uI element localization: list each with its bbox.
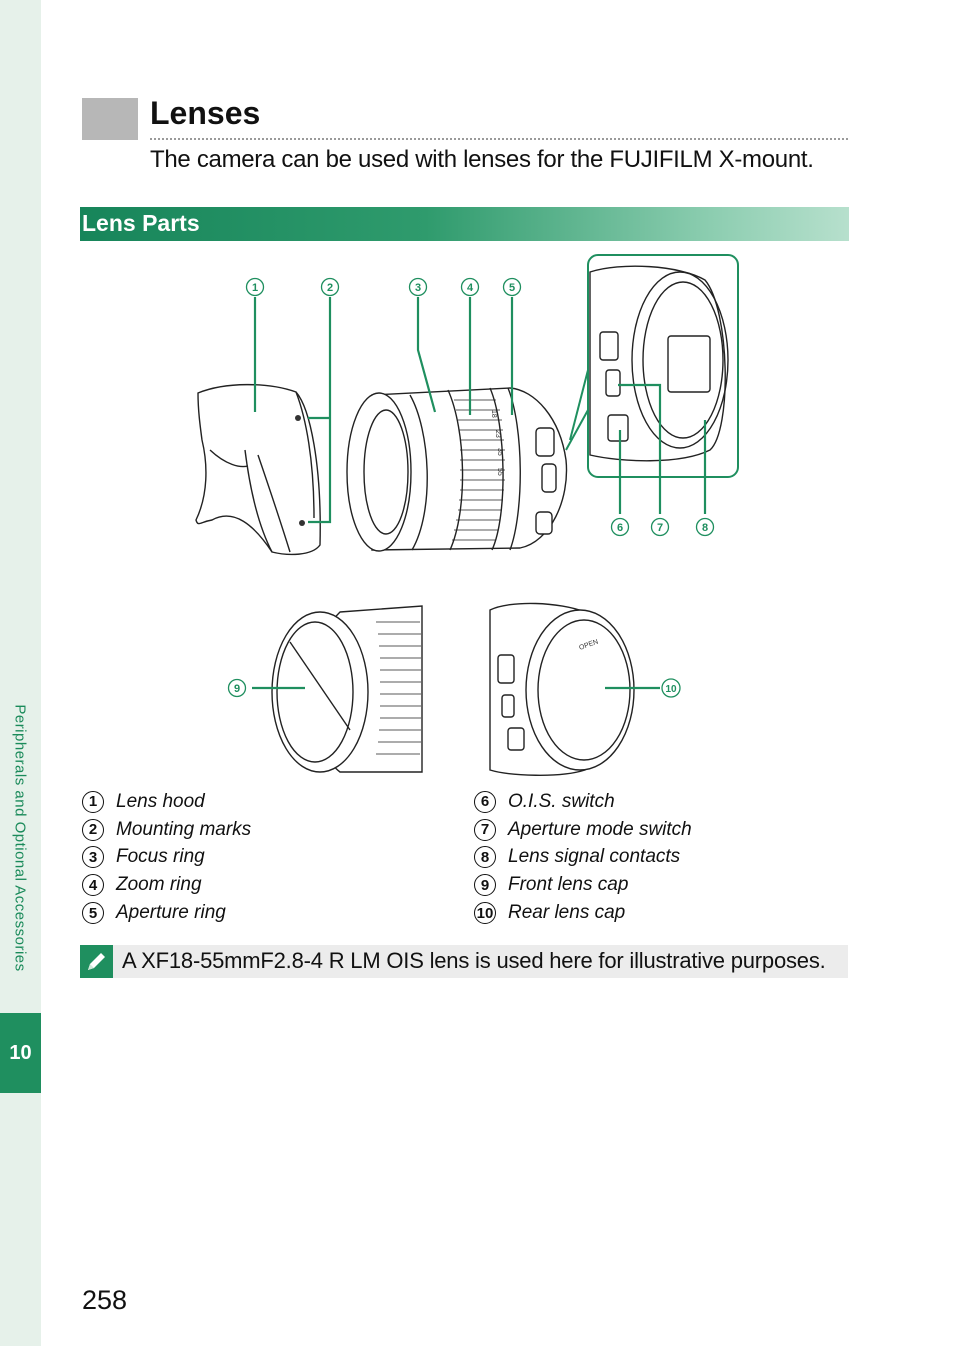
- callout-number: 6: [617, 522, 623, 534]
- legend-item: 3 Focus ring: [82, 844, 251, 872]
- legend-item: 9 Front lens cap: [474, 871, 692, 899]
- legend-label: O.I.S. switch: [508, 790, 615, 812]
- callout-badge: 4: [460, 277, 480, 297]
- legend-number: 4: [82, 874, 104, 897]
- callout-number: 5: [509, 282, 515, 294]
- section-header-bar: [80, 207, 849, 241]
- legend-item: 8 Lens signal contacts: [474, 844, 692, 872]
- legend-number: 3: [82, 846, 104, 869]
- title-dotted-rule: [150, 138, 848, 140]
- legend-number: 5: [82, 902, 104, 925]
- legend-item: 7 Aperture mode switch: [474, 816, 692, 844]
- parts-legend-right: 6 O.I.S. switch 7 Aperture mode switch 8 Le…: [474, 788, 692, 927]
- parts-legend-left: 1 Lens hood 2 Mounting marks 3 Focus ring 4…: [82, 788, 251, 927]
- legend-item: 5 Aperture ring: [82, 899, 251, 927]
- legend-item: 2 Mounting marks: [82, 816, 251, 844]
- legend-label: Rear lens cap: [508, 902, 626, 924]
- legend-item: 1 Lens hood: [82, 788, 251, 816]
- callout-badge: 2: [320, 277, 340, 297]
- callout-badge: 6: [610, 517, 630, 537]
- legend-number: 8: [474, 846, 496, 869]
- callout-number: 8: [702, 522, 708, 534]
- lens-scale-mark: 23: [494, 430, 501, 438]
- legend-label: Front lens cap: [508, 874, 629, 896]
- callout-number: 3: [415, 282, 421, 294]
- callout-badge: 8: [695, 517, 715, 537]
- note-text: A XF18-55mmF2.8-4 R LM OIS lens is used …: [122, 948, 826, 973]
- callout-badge: 10: [661, 678, 681, 698]
- legend-label: Mounting marks: [116, 818, 252, 840]
- legend-label: Aperture mode switch: [508, 818, 692, 840]
- legend-number: 10: [474, 902, 496, 925]
- lens-scale-mark: 18: [490, 410, 497, 418]
- callout-number: 4: [467, 282, 474, 294]
- chapter-sidebar: Peripherals and Optional Accessories: [0, 0, 41, 1346]
- callout-number: 2: [327, 282, 333, 294]
- legend-label: Lens hood: [116, 790, 205, 812]
- callout-badge: 7: [650, 517, 670, 537]
- legend-item: 6 O.I.S. switch: [474, 788, 692, 816]
- chapter-title-vertical: Peripherals and Optional Accessories: [11, 704, 29, 972]
- title-marker-block: [82, 98, 138, 140]
- callout-badge: 9: [227, 678, 247, 698]
- rear-view-inset-frame: [587, 254, 739, 478]
- page-title: Lenses: [150, 95, 261, 131]
- callout-badge: 3: [408, 277, 428, 297]
- pencil-note-icon: [80, 945, 113, 978]
- intro-text: The camera can be used with lenses for t…: [150, 146, 814, 173]
- callout-number: 9: [234, 683, 240, 695]
- lens-rear-drawing: [589, 265, 726, 462]
- legend-label: Aperture ring: [116, 902, 226, 924]
- callout-number: 10: [665, 684, 677, 695]
- callout-number: 1: [252, 282, 258, 294]
- legend-number: 6: [474, 790, 496, 813]
- lens-parts-illustration: 18 23 35 55 OPEN 1 2 3 4 5 6 7 8 9 10: [195, 254, 739, 776]
- section-title: Lens Parts: [82, 210, 200, 236]
- legend-number: 7: [474, 818, 496, 841]
- legend-number: 2: [82, 818, 104, 841]
- callout-badge: 5: [502, 277, 522, 297]
- legend-number: 1: [82, 790, 104, 813]
- callout-badge: 1: [245, 277, 265, 297]
- chapter-number-tab[interactable]: 10: [0, 1013, 41, 1093]
- legend-number: 9: [474, 874, 496, 897]
- legend-label: Lens signal contacts: [508, 846, 681, 868]
- legend-label: Focus ring: [116, 846, 205, 868]
- note-box: [80, 945, 848, 978]
- callout-number: 7: [657, 522, 663, 534]
- legend-label: Zoom ring: [116, 874, 202, 896]
- page-number: 258: [82, 1285, 128, 1315]
- legend-item: 10 Rear lens cap: [474, 899, 692, 927]
- legend-item: 4 Zoom ring: [82, 871, 251, 899]
- lens-scale-mark: 55: [496, 468, 503, 476]
- lens-scale-mark: 35: [496, 448, 503, 456]
